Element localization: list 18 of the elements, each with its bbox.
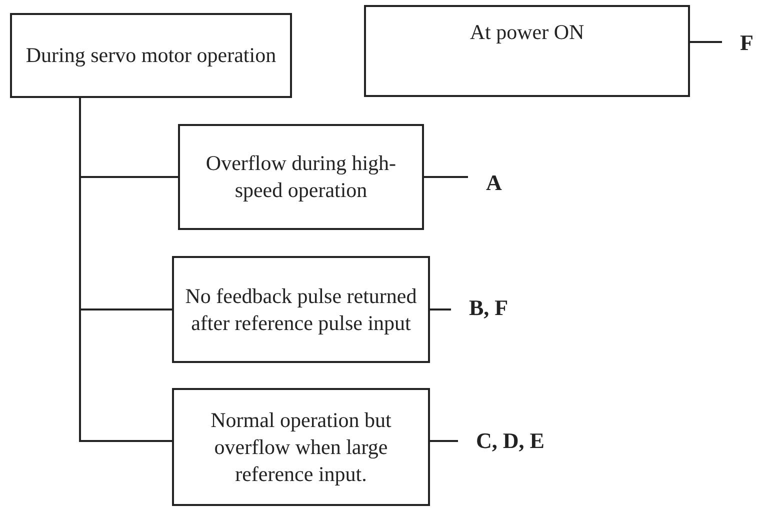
condition-box — [10, 13, 292, 98]
connector-line — [424, 176, 468, 178]
connector-line — [690, 41, 722, 43]
condition-text: Normal operation but overflow when large reference input. — [210, 406, 392, 488]
condition-box — [172, 256, 430, 363]
result-code: C, D, E — [476, 428, 544, 454]
condition-box — [364, 5, 690, 97]
condition-box — [172, 388, 430, 506]
connector-line — [430, 308, 451, 310]
result-code: B, F — [469, 295, 508, 321]
result-code: A — [486, 170, 502, 196]
condition-text: At power ON — [470, 19, 584, 46]
condition-box — [178, 124, 424, 230]
connector-line — [430, 440, 458, 442]
result-code: F — [740, 30, 754, 56]
condition-text: No feedback pulse returned after reference pulse input — [184, 282, 418, 336]
condition-text: Overflow during high-speed operation — [204, 150, 398, 204]
condition-text: During servo motor operation — [26, 42, 276, 69]
